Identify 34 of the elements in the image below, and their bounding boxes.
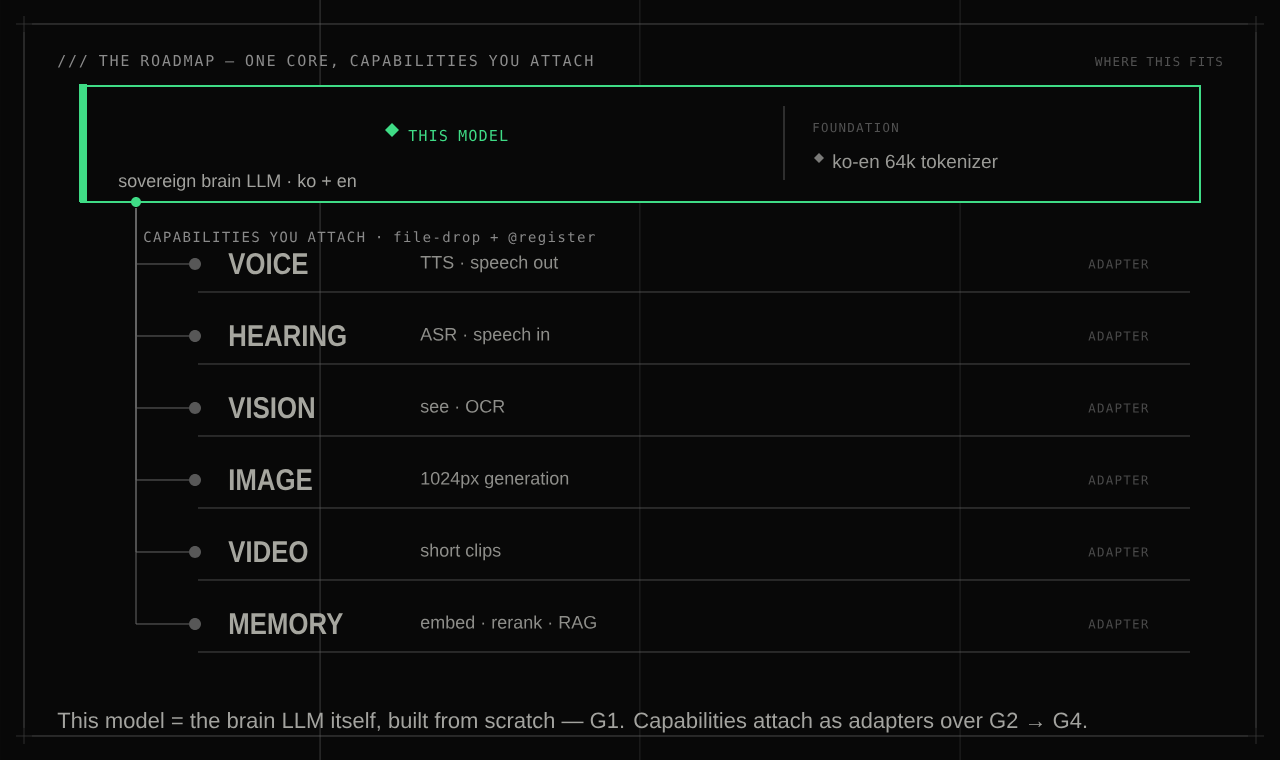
- capability-row: [189, 613, 1191, 653]
- title: /// THE ROADMAP — ONE CORE, CAPABILITIES YOU ATTACH: [57, 54, 593, 69]
- caption: This model = the brain LLM itself, built from scratch — G1. Capabilities attach as adapters over G2 → G4.: [57, 712, 1087, 733]
- status-label: THIS MODEL: [408, 129, 508, 142]
- capability-row: [189, 253, 1191, 293]
- adapter-tag: ADAPTER: [1088, 259, 1149, 269]
- capability-description: embed · rerank · RAG: [421, 615, 596, 629]
- capability-description: see · OCR: [420, 399, 505, 413]
- model-card: [79, 84, 1201, 207]
- capability-name: IMAGE: [229, 469, 312, 491]
- subtitle: sovereign brain LLM · ko + en: [118, 173, 356, 191]
- adapter-tag: ADAPTER: [1088, 331, 1149, 341]
- tokenizer-label: ko-en 64k tokenizer: [833, 154, 998, 169]
- adapter-tag: ADAPTER: [1088, 619, 1149, 629]
- header-label: WHERE THIS FITS: [1094, 56, 1222, 67]
- connector: [135, 207, 190, 625]
- section-label: FOUNDATION: [813, 122, 898, 133]
- capability-description: TTS · speech out: [420, 255, 559, 273]
- capability-name: VIDEO: [228, 541, 308, 563]
- capability-name: MEMORY: [229, 613, 343, 635]
- adapter-tag: ADAPTER: [1088, 547, 1149, 557]
- capability-name: HEARING: [229, 325, 346, 347]
- adapter-tag: ADAPTER: [1088, 403, 1149, 413]
- capability-row: [189, 325, 1191, 365]
- adapter-tag: ADAPTER: [1088, 475, 1149, 485]
- capability-description: 1024px generation: [421, 471, 569, 489]
- capability-row: [189, 397, 1191, 437]
- capability-name: VISION: [228, 397, 314, 419]
- section-heading: CAPABILITIES YOU ATTACH · file-drop + @register: [144, 231, 595, 245]
- capability-description: short clips: [420, 543, 501, 561]
- capability-row: [189, 469, 1191, 509]
- capability-name: VOICE: [228, 253, 308, 275]
- capability-description: ASR · speech in: [420, 327, 550, 345]
- capability-row: [189, 541, 1191, 581]
